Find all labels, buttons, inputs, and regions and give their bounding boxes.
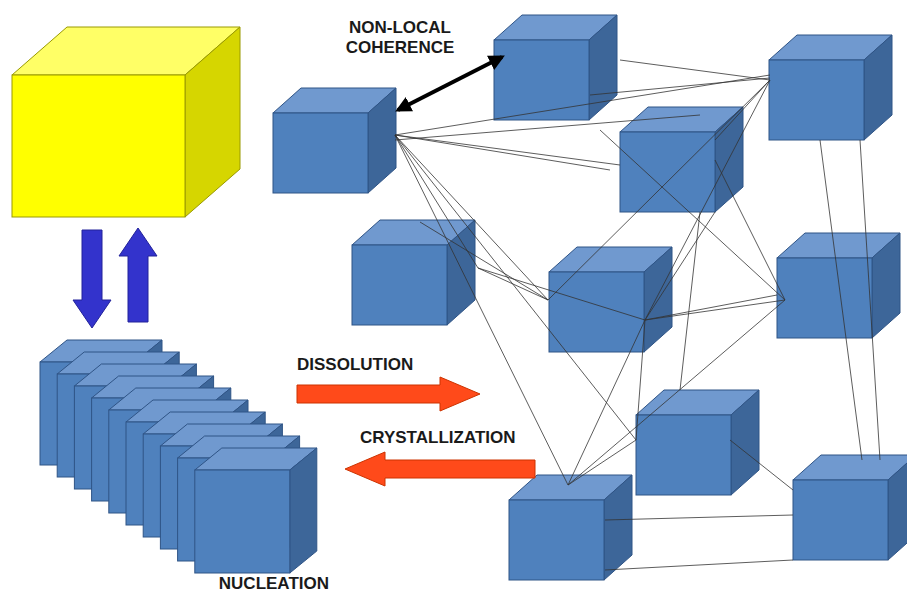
coherence-line xyxy=(590,78,770,95)
coherence-label: NON-LOCAL COHERENCE xyxy=(325,18,475,59)
cube-side xyxy=(368,88,396,193)
cube xyxy=(273,88,396,193)
cube-side xyxy=(185,27,240,217)
cube-front xyxy=(620,132,715,212)
coherence-line xyxy=(680,212,700,390)
coherence-line xyxy=(395,115,700,140)
coherence-line xyxy=(636,320,645,440)
coherence-line xyxy=(395,135,620,165)
coherence-line xyxy=(548,80,770,300)
cube xyxy=(777,233,900,338)
stack-caption: NUCLEATION xyxy=(35,574,333,594)
cube xyxy=(769,35,892,140)
coherence-line xyxy=(715,80,770,140)
cube-top xyxy=(793,455,907,480)
coherence-line xyxy=(730,440,793,490)
cube-side xyxy=(872,233,900,338)
cube-front xyxy=(195,470,290,573)
coherence-line xyxy=(715,160,785,300)
coherence-line xyxy=(568,440,636,485)
crystallization-arrow xyxy=(345,452,535,486)
crystallization-label: CRYSTALLIZATION xyxy=(360,428,560,448)
coherence-arrow xyxy=(398,57,502,110)
cube xyxy=(620,107,743,212)
coherence-line xyxy=(645,212,715,320)
cube-side xyxy=(447,220,475,325)
coherence-line xyxy=(395,135,610,170)
cube-front xyxy=(777,258,872,338)
coherence-line xyxy=(568,300,785,485)
cube-front xyxy=(12,75,185,217)
coherence-line xyxy=(620,60,770,80)
coherence-line xyxy=(600,130,785,300)
cube xyxy=(793,455,907,560)
cube xyxy=(352,220,475,325)
cube xyxy=(494,15,617,120)
cube-front xyxy=(549,272,644,352)
coherence-line xyxy=(645,300,785,320)
coherence-line xyxy=(395,135,548,300)
cube xyxy=(12,27,240,217)
cube-stack: NUCLEATION xyxy=(35,335,333,594)
dissolution-arrow xyxy=(297,377,480,411)
cube xyxy=(509,475,632,580)
coherence-line xyxy=(645,80,770,320)
coherence-line xyxy=(605,515,793,520)
coherence-line xyxy=(645,295,777,320)
cube-side xyxy=(731,390,759,495)
coherence-line xyxy=(478,268,548,300)
coherence-line xyxy=(820,140,862,460)
coherence-line xyxy=(605,560,793,570)
coherence-line xyxy=(420,222,548,300)
cube-side xyxy=(888,455,907,560)
cube-front xyxy=(509,500,604,580)
cube xyxy=(636,390,759,495)
coherence-line xyxy=(478,268,645,320)
cube-front xyxy=(793,480,888,560)
cube xyxy=(195,448,317,573)
cube-front xyxy=(273,113,368,193)
cube-side xyxy=(290,448,317,573)
cube xyxy=(549,247,672,352)
coherence-line xyxy=(568,320,645,485)
cube-side xyxy=(864,35,892,140)
up-arrow xyxy=(119,228,157,322)
cube-front xyxy=(769,60,864,140)
coherence-line xyxy=(395,135,478,268)
coherence-line xyxy=(860,140,880,460)
cube-front xyxy=(352,245,447,325)
cube-front xyxy=(494,40,589,120)
dissolution-label: DISSOLUTION xyxy=(297,355,477,375)
cube-side xyxy=(604,475,632,580)
cube-side xyxy=(589,15,617,120)
cube-front xyxy=(636,415,731,495)
down-arrow xyxy=(73,230,111,328)
